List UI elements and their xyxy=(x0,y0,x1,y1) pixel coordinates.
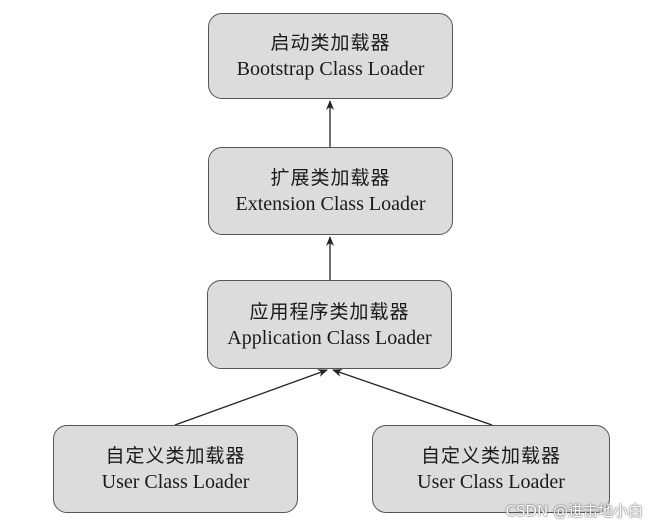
node-extension-class-loader: 扩展类加载器 Extension Class Loader xyxy=(208,147,453,235)
node-application-class-loader: 应用程序类加载器 Application Class Loader xyxy=(207,280,452,369)
node-user-class-loader-left: 自定义类加载器 User Class Loader xyxy=(53,425,298,513)
node-user-class-loader-right: 自定义类加载器 User Class Loader xyxy=(372,425,610,513)
node-user-left-zh-label: 自定义类加载器 xyxy=(105,445,246,467)
node-application-en-label: Application Class Loader xyxy=(227,326,432,349)
edge-user-right-to-application xyxy=(332,369,493,426)
node-extension-en-label: Extension Class Loader xyxy=(235,193,426,215)
node-bootstrap-zh-label: 启动类加载器 xyxy=(270,32,391,54)
node-extension-zh-label: 扩展类加载器 xyxy=(270,167,391,189)
node-user-left-en-label: User Class Loader xyxy=(101,471,250,493)
node-application-zh-label: 应用程序类加载器 xyxy=(249,300,410,323)
node-user-right-zh-label: 自定义类加载器 xyxy=(420,445,561,467)
node-user-right-en-label: User Class Loader xyxy=(417,471,565,493)
node-bootstrap-class-loader: 启动类加载器 Bootstrap Class Loader xyxy=(208,13,453,99)
node-bootstrap-en-label: Bootstrap Class Loader xyxy=(236,58,425,80)
edge-user-left-to-application xyxy=(174,369,328,426)
watermark: CSDN @进击地小白 xyxy=(505,502,643,520)
